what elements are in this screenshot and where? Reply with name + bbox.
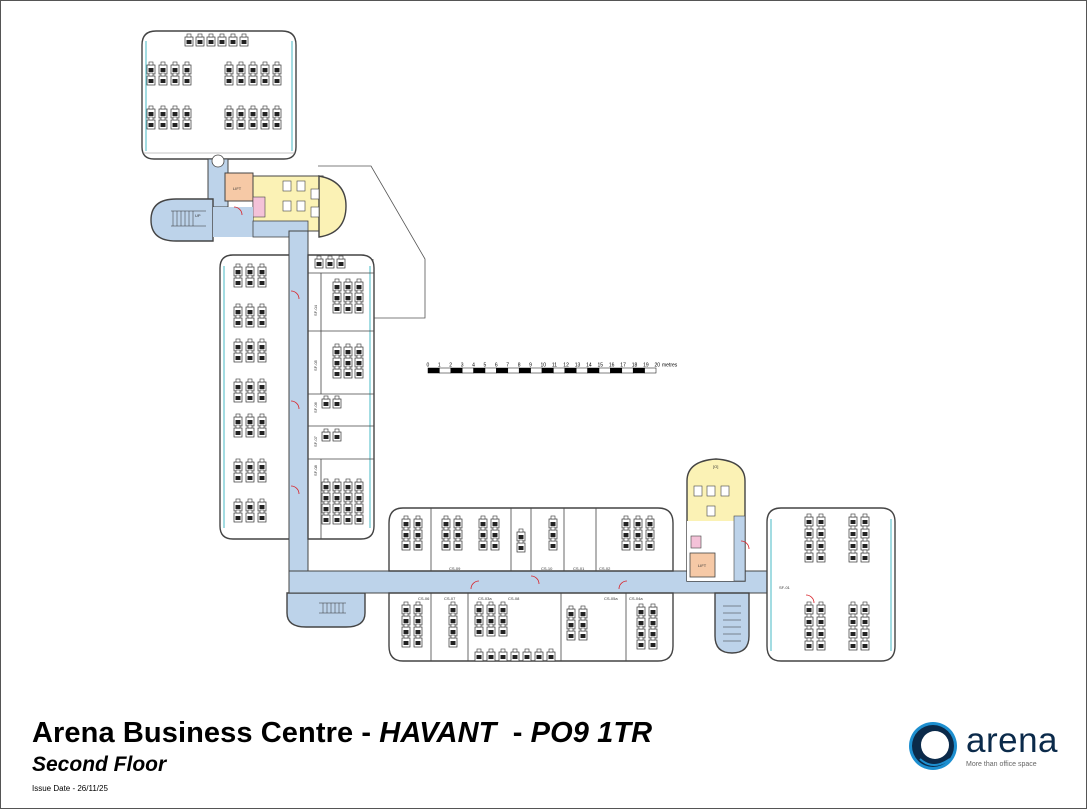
scale-tick-label: 15 <box>598 363 604 369</box>
core-top-label: [O] <box>713 464 718 469</box>
scale-tick-label: 20 <box>655 363 661 369</box>
scale-segment <box>575 367 588 374</box>
scale-segment <box>564 367 577 374</box>
floor-subtitle: Second Floor <box>32 753 167 776</box>
scale-tick-label: 1 <box>438 363 441 369</box>
scale-segment <box>518 367 531 374</box>
title-postcode: PO9 1TR <box>530 717 653 749</box>
scale-segment <box>450 367 463 374</box>
scale-tick-label: 2 <box>449 363 452 369</box>
scale-tick-label: 14 <box>586 363 592 369</box>
door-swings <box>233 206 815 604</box>
scale-tick-label: 17 <box>620 363 626 369</box>
block-east-end-office: SF-01 <box>766 507 896 662</box>
scale-tick-label: 4 <box>472 363 475 369</box>
scale-tick-label: 3 <box>461 363 464 369</box>
room-label-sf-07: SF-07 <box>313 435 318 447</box>
page-title: Arena Business Centre - HAVANT - PO9 1TR <box>32 717 652 750</box>
scale-tick-label: 6 <box>495 363 498 369</box>
room-label-sf-04: SF-04 <box>313 304 318 316</box>
scale-tick-label: 11 <box>552 363 557 369</box>
east-core: LIFT [O] <box>686 458 750 654</box>
room-label-cs-07: CS-07 <box>444 596 456 601</box>
scale-segment <box>496 367 509 374</box>
issue-date: Issue Date - 26/11/25 <box>32 784 108 793</box>
scale-tick-label: 18 <box>632 363 638 369</box>
scale-unit-label: metres <box>662 363 678 369</box>
room-label-cs-06: CS-06 <box>418 596 430 601</box>
scale-tick-label: 10 <box>541 363 547 369</box>
room-label-sf-05: SF-05 <box>313 359 318 371</box>
lift-label-east: LIFT <box>698 563 707 568</box>
scale-segment <box>439 367 452 374</box>
room-label-cs-10: CS-10 <box>541 566 553 571</box>
title-separator: - <box>496 717 531 749</box>
scale-segment <box>473 367 486 374</box>
lift-label-north: LIFT <box>233 186 242 191</box>
scale-tick-label: 5 <box>484 363 487 369</box>
room-label-cs-03: CS-03a <box>478 596 492 601</box>
block-east-offices: SF-04 SF-05 SF-06 SF-07 SF-08 <box>307 254 375 540</box>
scale-tick-label: 9 <box>529 363 532 369</box>
scale-segment <box>587 367 600 374</box>
scale-segment <box>541 367 554 374</box>
scale-segment <box>553 367 566 374</box>
block-west-office <box>219 254 300 540</box>
scale-segment <box>644 367 657 374</box>
room-label-sf-06: SF-06 <box>313 401 318 413</box>
arena-logo-mark-icon <box>909 722 957 770</box>
scale-segment <box>621 367 634 374</box>
room-label-sf-08: SF-08 <box>313 464 318 476</box>
room-label-cs-09: CS-09 <box>449 566 461 571</box>
scale-segment <box>427 367 440 374</box>
stair-core-south <box>286 592 366 628</box>
scale-segment <box>507 367 520 374</box>
scale-tick-label: 16 <box>609 363 615 369</box>
room-label-sf-01: SF-01 <box>779 585 791 590</box>
room-label-cs-08: CS-08 <box>508 596 520 601</box>
room-label-cs-05: CS-05a <box>604 596 618 601</box>
arena-logo: arena More than office space <box>906 719 1066 774</box>
stair-up-label: UP <box>195 213 201 218</box>
scale-tick-label: 13 <box>575 363 581 369</box>
arena-logo-tagline: More than office space <box>966 761 1037 768</box>
room-label-cs-04: CS-04a <box>629 596 643 601</box>
block-south-office: CS-09 CS-10 CS-01 CS-02 CS-03a CS-06 CS-… <box>388 507 674 662</box>
room-label-cs-01: CS-01 <box>573 566 585 571</box>
arena-logo-word: arena <box>966 721 1059 760</box>
scale-segment <box>484 367 497 374</box>
room-label-cs-02: CS-02 <box>599 566 611 571</box>
title-main: Arena Business Centre - <box>32 717 380 749</box>
title-town: HAVANT <box>379 717 497 749</box>
stair-core-west: UP <box>150 198 214 242</box>
scale-segment <box>530 367 543 374</box>
scale-tick-label: 8 <box>518 363 521 369</box>
scale-tick-label: 0 <box>427 363 430 369</box>
scale-segment <box>632 367 645 374</box>
scale-tick-label: 12 <box>563 363 569 369</box>
scale-tick-label: 19 <box>643 363 649 369</box>
scale-segment <box>598 367 611 374</box>
block-north-office <box>141 30 297 160</box>
scale-segment <box>610 367 623 374</box>
scale-segment <box>461 367 474 374</box>
scale-tick-label: 7 <box>506 363 509 369</box>
